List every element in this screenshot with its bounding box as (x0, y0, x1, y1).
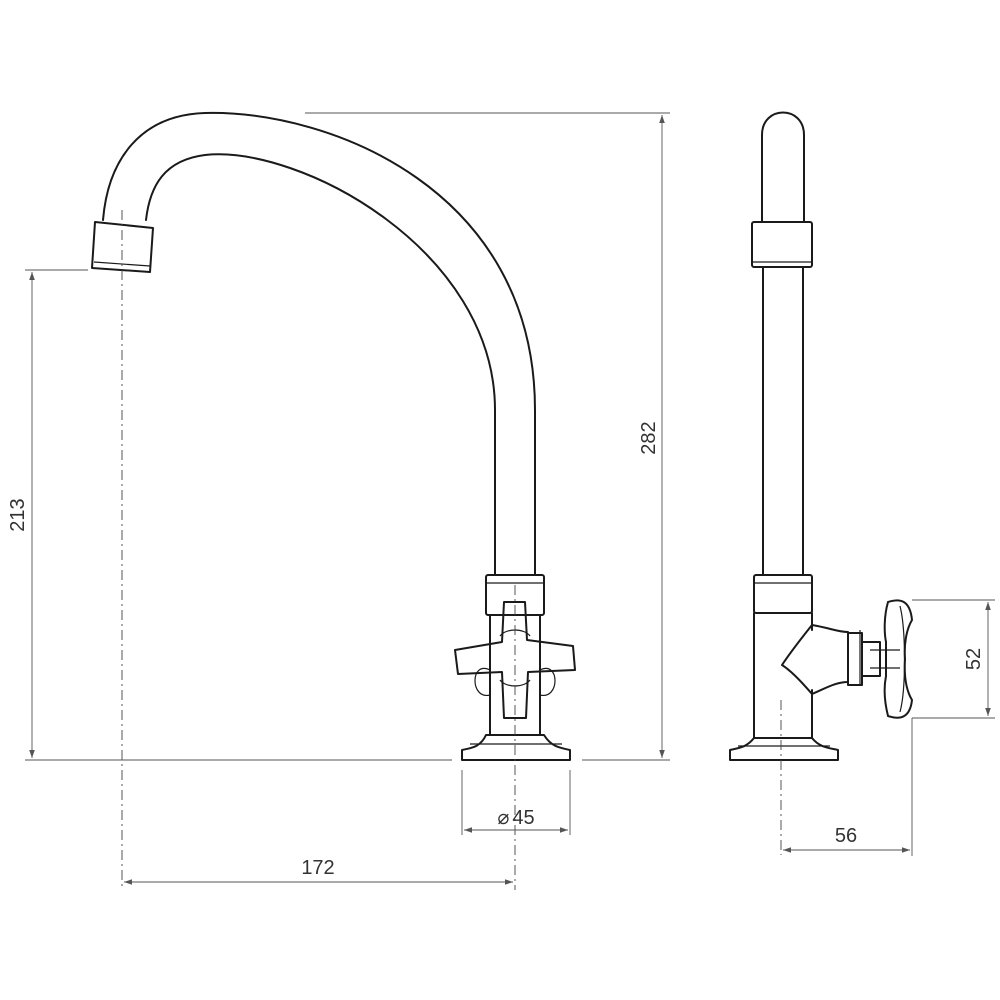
cross-handle (454, 601, 576, 719)
dim-label-total-height: 282 (638, 421, 660, 454)
dim-label-handle-projection: 56 (835, 825, 857, 847)
front-view (91, 111, 576, 890)
side-base-flange (729, 737, 839, 761)
dimension-lines (25, 112, 995, 885)
side-collar (753, 574, 813, 614)
spout-inner-curve (145, 153, 496, 576)
dimension-labels: 213 282 ⌀45 172 56 52 (7, 421, 985, 879)
spout-outer-curve (102, 111, 536, 576)
dim-label-handle-height: 52 (963, 648, 985, 670)
side-valve-body (753, 612, 813, 739)
dim-label-outlet-height: 213 (7, 498, 29, 531)
side-nozzle-ring (751, 221, 813, 268)
side-valve-cone (781, 624, 849, 695)
aerator-nozzle (91, 221, 154, 273)
base-flange (461, 734, 571, 761)
dim-label-spout-reach: 172 (301, 857, 334, 879)
side-spout-tip (761, 111, 805, 223)
diameter-symbol: ⌀ (497, 807, 509, 829)
side-view (729, 111, 913, 855)
base-diameter-value: 45 (512, 807, 534, 829)
dim-label-base-diameter: ⌀45 (497, 807, 534, 829)
side-handle (883, 599, 913, 719)
